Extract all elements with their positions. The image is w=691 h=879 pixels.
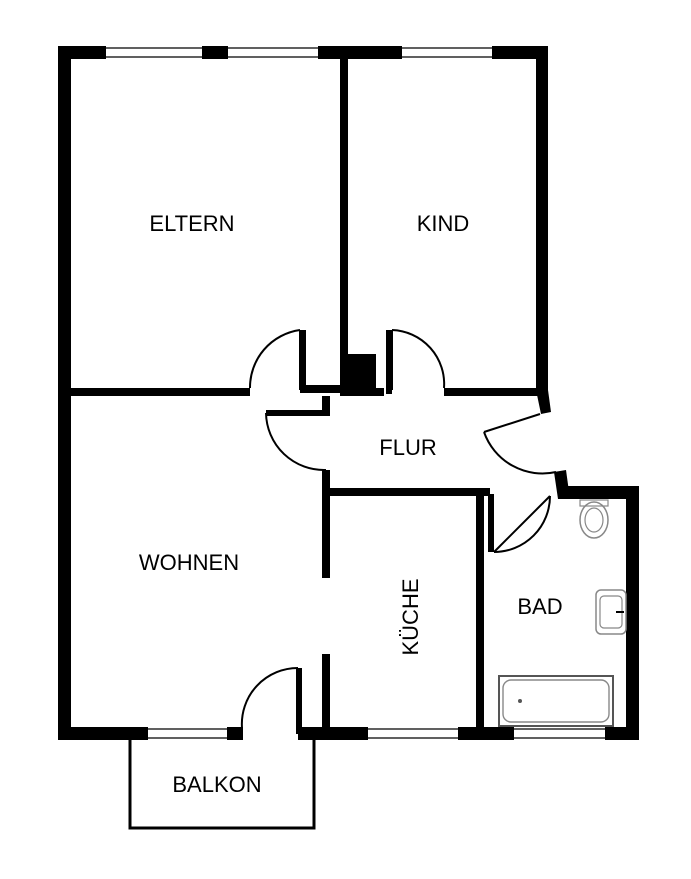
window-bad — [514, 728, 605, 739]
toilet-icon — [579, 499, 609, 539]
room-label-kueche: KÜCHE — [398, 578, 423, 655]
room-label-balkon: BALKON — [172, 772, 261, 797]
room-label-flur: FLUR — [379, 435, 436, 460]
window-kueche — [368, 728, 458, 739]
window-eltern-1 — [106, 47, 202, 58]
room-label-wohnen: WOHNEN — [139, 550, 239, 575]
room-label-kind: KIND — [417, 211, 470, 236]
interior-walls — [64, 52, 544, 734]
outer-walls — [58, 46, 639, 740]
sink-icon — [595, 589, 627, 635]
window-wohnen — [148, 728, 227, 739]
doors — [240, 329, 557, 729]
window-kind — [402, 47, 492, 58]
room-label-eltern: ELTERN — [149, 211, 234, 236]
window-eltern-2 — [228, 47, 318, 58]
room-label-bad: BAD — [517, 594, 562, 619]
balcony-outline — [128, 740, 316, 830]
bathtub-icon — [498, 675, 614, 727]
windows — [106, 47, 605, 739]
